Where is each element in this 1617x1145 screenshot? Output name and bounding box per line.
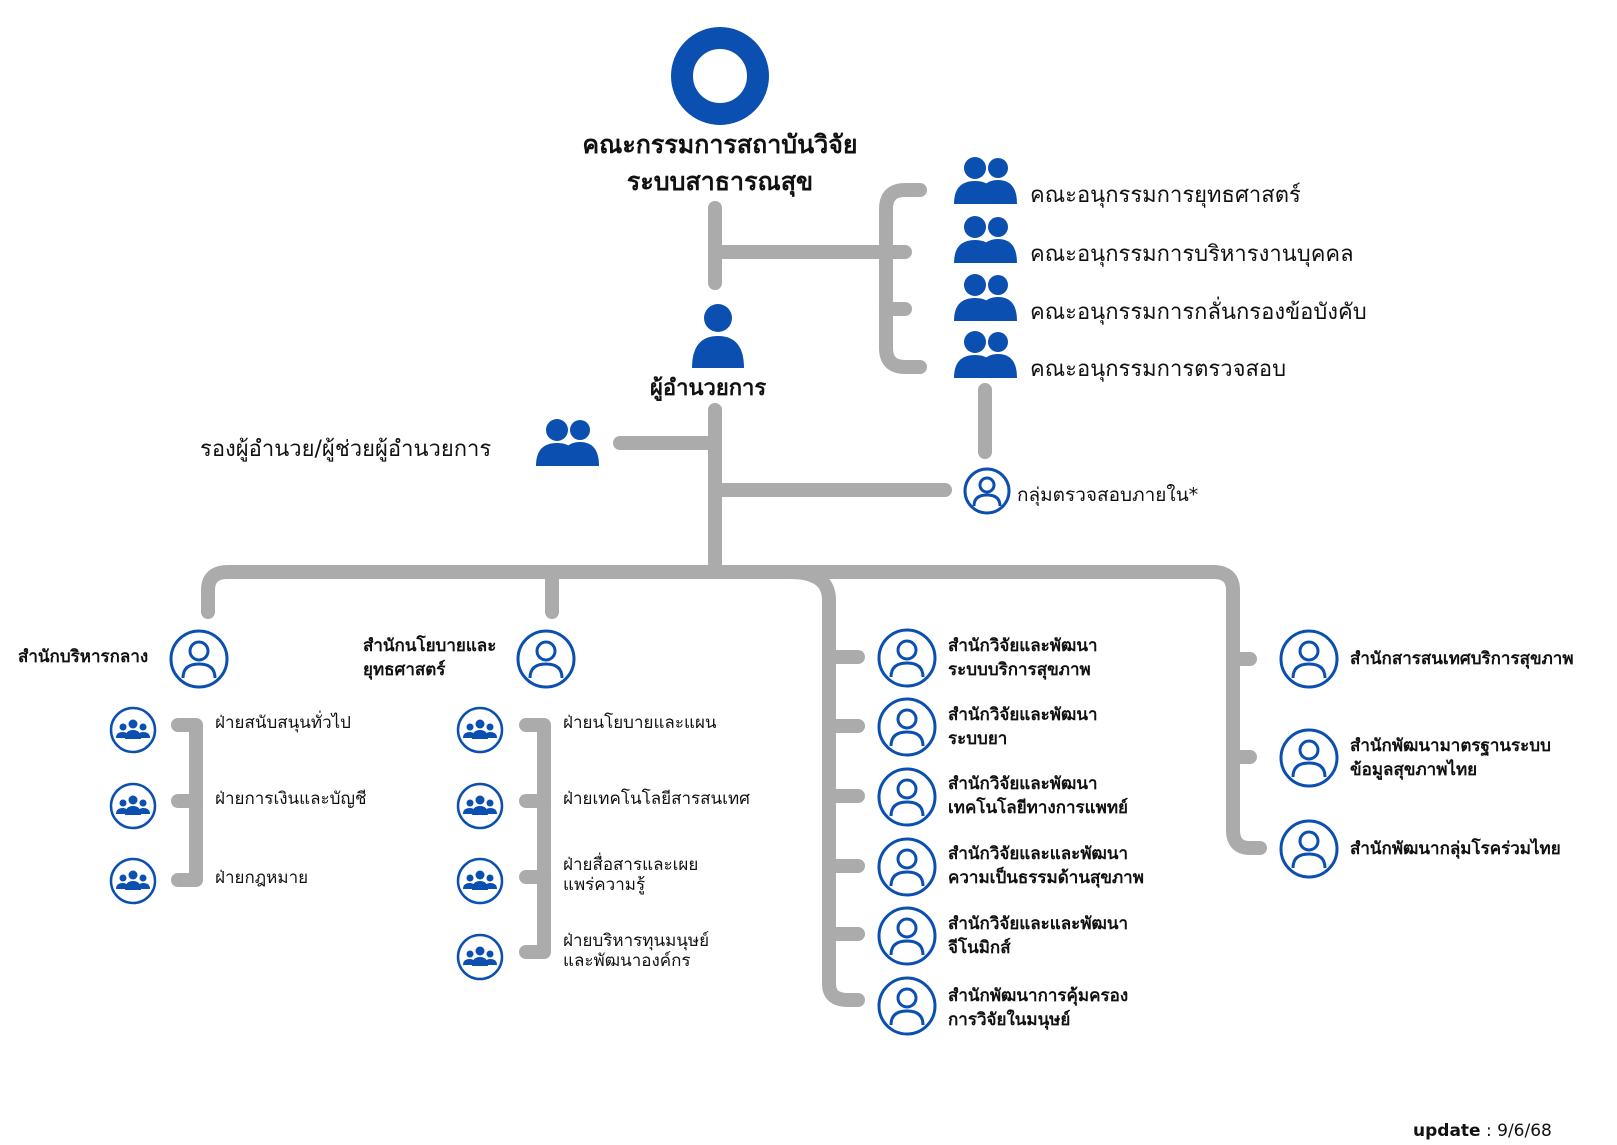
person-circle-icon bbox=[877, 628, 937, 688]
team-circle-icon bbox=[456, 933, 504, 981]
person-circle-icon bbox=[1279, 629, 1339, 689]
office-drug-line2: ระบบยา bbox=[948, 729, 1008, 749]
office-medtech-line1: สำนักวิจัยและพัฒนา bbox=[948, 774, 1098, 794]
unit-human-capital-line2: และพัฒนาองค์กร bbox=[563, 951, 691, 971]
unit-human-capital-line1: ฝ่ายบริหารทุนมนุษย์ bbox=[563, 931, 710, 951]
board-title-line1: คณะกรรมการสถาบันวิจัย bbox=[582, 130, 858, 159]
office-drg: สำนักพัฒนากลุ่มโรคร่วมไทย bbox=[1350, 839, 1561, 859]
team-circle-icon bbox=[109, 857, 157, 905]
subcommittee-strategy: คณะอนุกรรมการยุทธศาสตร์ bbox=[1030, 183, 1301, 208]
subcommittee-audit: คณะอนุกรรมการตรวจสอบ bbox=[1030, 357, 1287, 382]
unit-legal: ฝ่ายกฎหมาย bbox=[215, 868, 309, 888]
people-group-icon bbox=[954, 331, 1017, 378]
team-circle-icon bbox=[456, 782, 504, 830]
subcommittee-hr: คณะอนุกรรมการบริหารงานบุคคล bbox=[1030, 242, 1354, 267]
update-label: update bbox=[1413, 1121, 1481, 1141]
person-circle-icon bbox=[877, 767, 937, 827]
unit-finance: ฝ่ายการเงินและบัญชี bbox=[215, 789, 367, 809]
unit-policy-plan: ฝ่ายนโยบายและแผน bbox=[563, 713, 717, 733]
person-circle-icon bbox=[1279, 819, 1339, 879]
office-equity-line2: ความเป็นธรรมด้านสุขภาพ bbox=[948, 868, 1144, 888]
office-medtech-line2: เทคโนโลยีทางการแพทย์ bbox=[948, 798, 1129, 818]
office-health-info: สำนักสารสนเทศบริการสุขภาพ bbox=[1350, 649, 1574, 669]
people-group-icon bbox=[954, 157, 1017, 204]
office-human-research-line1: สำนักพัฒนาการคุ้มครอง bbox=[948, 986, 1129, 1006]
update-note: update : 9/6/68 bbox=[1413, 1121, 1552, 1141]
person-circle-icon bbox=[1279, 728, 1339, 788]
person-circle-icon bbox=[963, 467, 1011, 515]
office-health-service-line1: สำนักวิจัยและพัฒนา bbox=[948, 636, 1098, 656]
office-genomics-line2: จีโนมิกส์ bbox=[948, 938, 1011, 958]
team-circle-icon bbox=[456, 857, 504, 905]
unit-general-support: ฝ่ายสนับสนุนทั่วไป bbox=[215, 713, 351, 733]
office-genomics-line1: สำนักวิจัยและและพัฒนา bbox=[948, 914, 1129, 934]
director-title: ผู้อำนวยการ bbox=[650, 376, 767, 401]
person-circle-icon bbox=[877, 697, 937, 757]
person-circle-icon bbox=[877, 976, 937, 1036]
office-central-admin: สำนักบริหารกลาง bbox=[18, 647, 149, 667]
person-circle-icon bbox=[516, 629, 576, 689]
people-group-icon bbox=[536, 419, 599, 466]
deputy-label: รองผู้อำนวย/ผู้ช่วยผู้อำนวยการ bbox=[200, 437, 492, 462]
board-title-line2: ระบบสาธารณสุข bbox=[626, 167, 814, 196]
office-data-standard-line2: ข้อมูลสุขภาพไทย bbox=[1350, 760, 1478, 780]
person-circle-icon bbox=[877, 906, 937, 966]
unit-communication-line2: แพร่ความรู้ bbox=[563, 875, 646, 895]
ring-logo-icon bbox=[671, 27, 769, 125]
unit-it: ฝ่ายเทคโนโลยีสารสนเทศ bbox=[563, 789, 750, 809]
office-drug-line1: สำนักวิจัยและพัฒนา bbox=[948, 705, 1098, 725]
office-policy-line1: สำนักนโยบายและ bbox=[363, 636, 497, 656]
person-circle-icon bbox=[169, 629, 229, 689]
update-separator: : bbox=[1480, 1121, 1498, 1141]
update-date: 9/6/68 bbox=[1497, 1121, 1552, 1141]
people-group-icon bbox=[954, 216, 1017, 263]
office-policy-line2: ยุทธศาสตร์ bbox=[363, 660, 446, 680]
team-circle-icon bbox=[456, 706, 504, 754]
office-human-research-line2: การวิจัยในมนุษย์ bbox=[948, 1010, 1071, 1030]
person-icon bbox=[692, 304, 744, 368]
office-data-standard-line1: สำนักพัฒนามาตรฐานระบบ bbox=[1350, 736, 1551, 756]
team-circle-icon bbox=[109, 782, 157, 830]
office-equity-line1: สำนักวิจัยและและพัฒนา bbox=[948, 844, 1129, 864]
team-circle-icon bbox=[109, 706, 157, 754]
unit-communication-line1: ฝ่ายสื่อสารและเผย bbox=[563, 855, 699, 875]
internal-audit-label: กลุ่มตรวจสอบภายใน* bbox=[1017, 484, 1199, 506]
person-circle-icon bbox=[877, 837, 937, 897]
subcommittee-regulation: คณะอนุกรรมการกลั่นกรองข้อบังคับ bbox=[1030, 300, 1367, 325]
office-health-service-line2: ระบบบริการสุขภาพ bbox=[948, 660, 1091, 680]
people-group-icon bbox=[954, 274, 1017, 321]
